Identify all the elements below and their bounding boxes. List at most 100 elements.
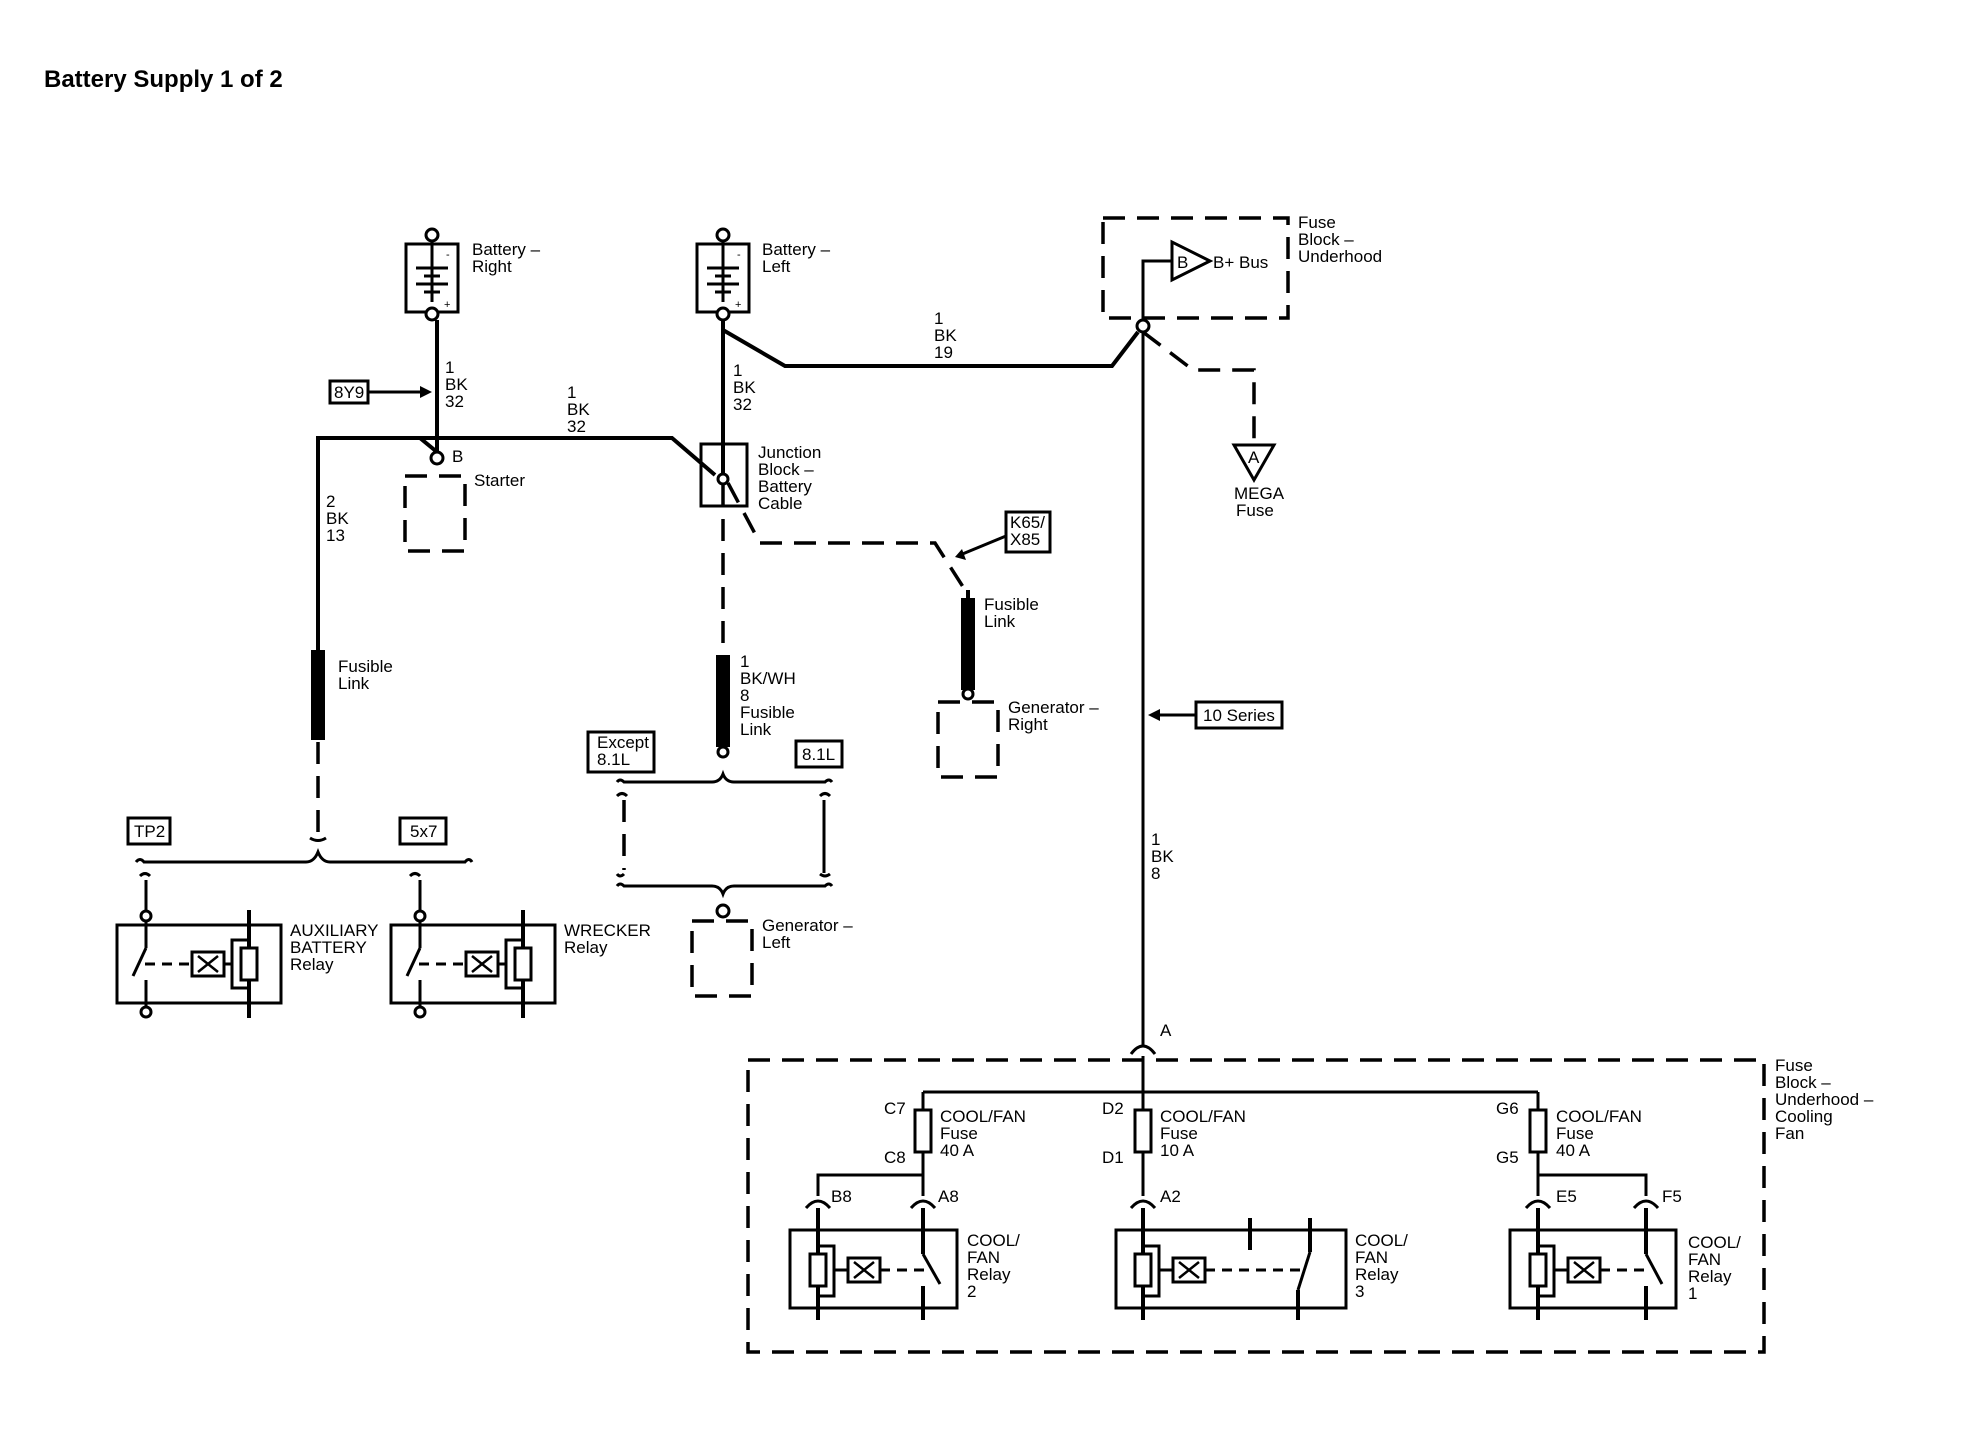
label-wires-bat-right-2: 32 <box>445 392 464 411</box>
label-components-fuse-g6-1: Fuse <box>1556 1124 1594 1143</box>
label-wires-main-bus-1: BK <box>1151 847 1174 866</box>
svg-text:-: - <box>737 249 741 261</box>
label-pins-g6: G6 <box>1496 1099 1519 1118</box>
label-wires-left-to-fuse-0: 1 <box>934 309 943 328</box>
wire-left-to-fuse <box>721 328 1140 368</box>
fusible-link-middle <box>716 655 730 747</box>
label-components-fuse-d2-1: Fuse <box>1160 1124 1198 1143</box>
label-components-generator-right-1: Right <box>1008 715 1048 734</box>
label-components-cool-fan-relay-1-2: Relay <box>1688 1267 1732 1286</box>
tag-5x7 <box>398 816 448 846</box>
label-wires-jb-fusible-1: BK/WH <box>740 669 796 688</box>
label-pins-d2: D2 <box>1102 1099 1124 1118</box>
starter <box>403 474 467 553</box>
label-components-fusible-link-left-1: Link <box>338 674 370 693</box>
label-components-aux-battery-relay-1: BATTERY <box>290 938 367 957</box>
mega-fuse: A MEGA Fuse <box>1141 330 1285 520</box>
mega-fuse-letter: A <box>1248 448 1260 467</box>
label-option-tags-except-81l-1: 8.1L <box>597 750 630 769</box>
label-components-aux-battery-relay-2: Relay <box>290 955 334 974</box>
fusible-link-left <box>311 650 325 740</box>
label-option-tags-k65-x85-0: K65/ <box>1010 513 1045 532</box>
svg-text:+: + <box>444 299 450 311</box>
battery-right-label-2: Right <box>472 257 512 276</box>
battery-left-label-2: Left <box>762 257 791 276</box>
svg-text:+: + <box>735 299 741 311</box>
label-components-fuse-g6-0: COOL/FAN <box>1556 1107 1642 1126</box>
label-wires-jb-fusible-4: Link <box>740 720 772 739</box>
label-components-cool-fan-relay-1-1: FAN <box>1688 1250 1721 1269</box>
label-wires-bat-right-0: 1 <box>445 358 454 377</box>
label-components-fuse-d2-2: 10 A <box>1160 1141 1195 1160</box>
tag-except-81l <box>586 730 656 774</box>
label-components-junction-block-0: Junction <box>758 443 821 462</box>
label-components-fuse-block-cooling-0: Fuse <box>1775 1056 1813 1075</box>
svg-text:-: - <box>446 249 450 261</box>
fuse-c7: C7 C8 COOL/FAN Fuse 40 A <box>884 1092 1026 1175</box>
label-components-fuse-block-cooling-1: Block – <box>1775 1073 1831 1092</box>
bplus-bus-label: B+ Bus <box>1213 253 1268 272</box>
label-components-cool-fan-relay-1-0: COOL/ <box>1688 1233 1741 1252</box>
label-components-junction-block-3: Cable <box>758 494 802 513</box>
label-pins-a-in: A <box>1160 1021 1172 1040</box>
label-pins-c7: C7 <box>884 1099 906 1118</box>
label-components-fusible-link-right-1: Link <box>984 612 1016 631</box>
label-wires-bat-left-2: 32 <box>733 395 752 414</box>
tag-81l <box>794 739 844 769</box>
label-components-fuse-d2-0: COOL/FAN <box>1160 1107 1246 1126</box>
label-components-fuse-block-cooling-2: Underhood – <box>1775 1090 1874 1109</box>
label-wires-bat-right-1: BK <box>445 375 468 394</box>
starter-label: Starter <box>474 471 525 490</box>
generator-left <box>690 919 754 998</box>
label-components-cool-fan-relay-3-1: FAN <box>1355 1248 1388 1267</box>
label-components-fuse-c7-2: 40 A <box>940 1141 975 1160</box>
label-pins-d1: D1 <box>1102 1148 1124 1167</box>
page-title: Battery Supply 1 of 2 <box>44 66 283 93</box>
battery-left: - + Battery – Left <box>695 227 831 322</box>
mega-fuse-label-2: Fuse <box>1236 501 1274 520</box>
label-pins-a8: A8 <box>938 1187 959 1206</box>
label-components-cool-fan-relay-1-3: 1 <box>1688 1284 1697 1303</box>
fuse-d2: D2 D1 COOL/FAN Fuse 10 A <box>1102 1092 1246 1196</box>
label-wires-main-bus-2: 8 <box>1151 864 1160 883</box>
label-wires-jb-fusible-3: Fusible <box>740 703 795 722</box>
fusible-link-right <box>961 598 975 690</box>
cool-fan-relay-2: COOL/ FAN Relay 2 <box>788 1208 1020 1320</box>
label-option-tags-except-81l-0: Except <box>597 733 649 752</box>
label-components-wrecker-relay-0: WRECKER <box>564 921 651 940</box>
label-pins-b8: B8 <box>831 1187 852 1206</box>
wire-starter-jb <box>414 436 717 477</box>
starter-terminal-label: B <box>452 447 463 466</box>
label-components-cool-fan-relay-2-1: FAN <box>967 1248 1000 1267</box>
label-wires-starter-fusible-2: 13 <box>326 526 345 545</box>
aux-battery-relay: AUXILIARY BATTERY Relay <box>115 909 379 1019</box>
fuse-block-underhood-label-2: Block – <box>1298 230 1354 249</box>
label-wires-bat-left-0: 1 <box>733 361 742 380</box>
label-components-fusible-link-left-0: Fusible <box>338 657 393 676</box>
label-components-aux-battery-relay-0: AUXILIARY <box>290 921 379 940</box>
wire-starter-fusible <box>316 436 420 650</box>
label-wires-starter-jb-0: 1 <box>567 383 576 402</box>
label-components-fuse-block-cooling-4: Fan <box>1775 1124 1804 1143</box>
wrecker-relay: WRECKER Relay <box>389 909 651 1019</box>
fuse-g6: G6 G5 COOL/FAN Fuse 40 A <box>1496 1092 1642 1196</box>
label-wires-main-bus-0: 1 <box>1151 830 1160 849</box>
label-components-cool-fan-relay-2-2: Relay <box>967 1265 1011 1284</box>
label-pins-e5: E5 <box>1556 1187 1577 1206</box>
label-components-cool-fan-relay-3-3: 3 <box>1355 1282 1364 1301</box>
battery-right-label-1: Battery – <box>472 240 541 259</box>
label-components-generator-right-0: Generator – <box>1008 698 1099 717</box>
label-components-fuse-block-cooling-3: Cooling <box>1775 1107 1833 1126</box>
fuse-block-cooling <box>746 1058 1766 1354</box>
label-components-generator-left-1: Left <box>762 933 791 952</box>
label-wires-jb-fusible-0: 1 <box>740 652 749 671</box>
label-wires-starter-fusible-0: 2 <box>326 492 335 511</box>
label-option-tags-k65-x85-1: X85 <box>1010 530 1040 549</box>
fuse-block-underhood-label-1: Fuse <box>1298 213 1336 232</box>
battery-right: - + Battery – Right <box>404 227 541 322</box>
label-components-cool-fan-relay-3-2: Relay <box>1355 1265 1399 1284</box>
tag-k65-x85 <box>1004 510 1052 554</box>
fuse-block-underhood-label-3: Underhood <box>1298 247 1382 266</box>
tag-tp2 <box>126 816 172 846</box>
